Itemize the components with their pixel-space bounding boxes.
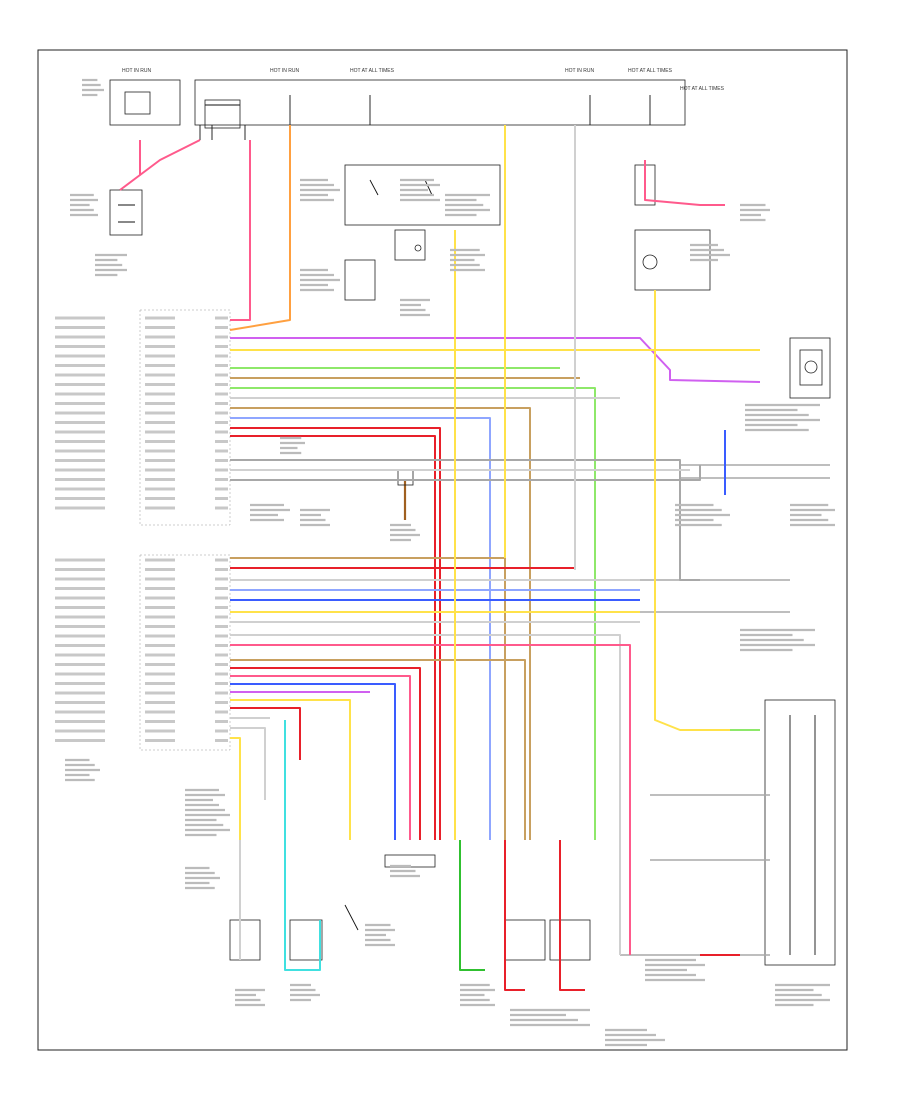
relay-switch-area [344, 164, 501, 301]
wire-light_gray-24 [230, 634, 621, 955]
fuse-label-5: HOT AT ALL TIMES [628, 68, 673, 74]
wire-red-44 [559, 840, 585, 991]
component-callouts [65, 78, 835, 1047]
transmission-range-switch [764, 699, 836, 966]
wire-violet-4 [230, 337, 761, 383]
pcm-pin-rows-upper [55, 316, 228, 510]
wire-gray-16 [230, 465, 701, 481]
wire-red-27 [230, 667, 421, 840]
wire-yellow-40 [654, 290, 760, 731]
fuse-labels: HOT IN RUN HOT AT ALL TIMES HOT IN RUN H… [122, 68, 725, 92]
instrument-panel-cluster [634, 164, 711, 291]
wire-blue-29 [230, 683, 396, 840]
wire-tan-10 [230, 407, 531, 840]
brake-switch [109, 189, 143, 236]
wire-cyan-41 [284, 720, 321, 971]
wire-pink-0 [119, 140, 141, 191]
data-link-connector [789, 337, 831, 399]
pcm-connector-upper [139, 309, 231, 526]
fuse-label-6: HOT AT ALL TIMES [680, 86, 725, 92]
wire-yellow-35 [230, 737, 241, 840]
wire-red-13 [230, 435, 436, 840]
wire-light_gray-34 [230, 727, 266, 800]
diagram-frame [37, 49, 848, 1051]
fuse-label-4: HOT IN RUN [565, 68, 594, 74]
wire-red-43 [504, 840, 525, 991]
wire-tan-26 [230, 659, 526, 840]
fuse-block-center [194, 79, 686, 129]
wire-yellow-31 [230, 699, 351, 840]
wire-pink-1 [139, 139, 201, 176]
wire-pink-28 [230, 675, 411, 840]
wire-traces [119, 125, 761, 991]
pcm-pin-rows-lower [55, 558, 228, 742]
fuse-label-2: HOT AT ALL TIMES [350, 68, 395, 74]
fuse-stubs [199, 95, 651, 140]
wire-pink-2 [230, 140, 251, 321]
right-side-wiring [620, 464, 830, 956]
fuse-block-left [109, 79, 181, 126]
wire-pink-25 [230, 644, 631, 955]
pcm-connector-lower [139, 554, 231, 751]
wire-red-32 [230, 707, 301, 760]
wire-light_blue-11 [230, 417, 491, 840]
wire-light_green-8 [230, 387, 596, 840]
fuse-label-1: HOT IN RUN [270, 68, 299, 74]
wire-pink-39 [644, 160, 725, 206]
mid-sensor [397, 469, 414, 520]
wire-red-18 [230, 125, 576, 569]
wire-orange-3 [229, 125, 291, 331]
wire-green-45 [459, 840, 485, 971]
fuse-label-3: HOT IN RUN [122, 68, 151, 74]
wire-red-12 [230, 427, 441, 840]
